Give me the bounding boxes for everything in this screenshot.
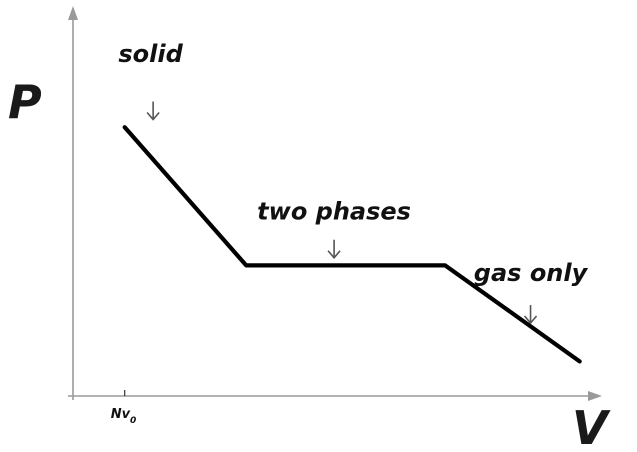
x-axis-arrowhead [588, 391, 602, 401]
annotation-solid: solid [118, 40, 183, 68]
chart-marks [122, 125, 582, 364]
y-axis-label: P [8, 75, 42, 129]
pv-curve [122, 125, 582, 364]
annotation-gas-only: gas only [474, 259, 589, 287]
y-axis-arrowhead [68, 6, 78, 20]
arrowhead-gas-only [523, 315, 538, 325]
annotation-two-phases: two phases [257, 197, 411, 225]
arrowhead-solid [146, 111, 160, 121]
chart-labels: P V [8, 75, 611, 452]
x-axis-label: V [572, 401, 611, 452]
chart-annotations: solid two phases gas only [118, 40, 589, 325]
chart-ticks: Nv0 [111, 390, 137, 426]
arrowhead-two-phases [327, 250, 341, 259]
x-tick-label: Nv0 [111, 407, 137, 426]
chart-axes [68, 6, 602, 401]
